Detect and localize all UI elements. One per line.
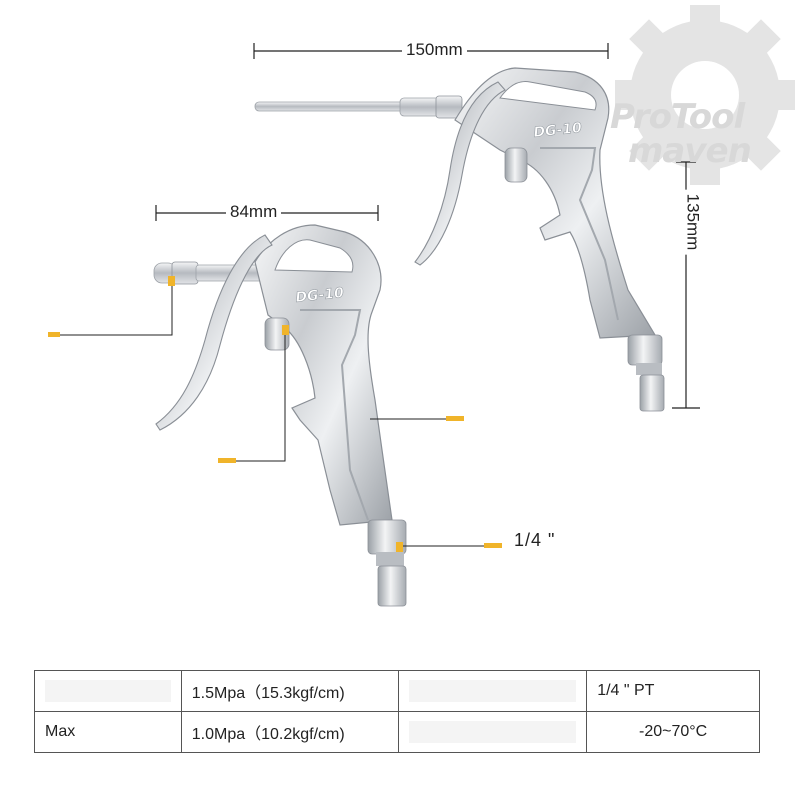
blank-cell [408,721,577,743]
table-cell: 1.5Mpa（15.3kgf/cm) [180,670,399,712]
dimension-label-135mm: 135mm [682,189,703,255]
table-cell: 1.0Mpa（10.2kgf/cm) [180,711,399,753]
table-row: 1.5Mpa（15.3kgf/cm) 1/4 " PT [34,670,760,712]
watermark-text-line2: maven [628,131,752,171]
large-gun-model-label: DG-10 [532,120,583,142]
callout-markers [48,276,502,552]
small-gun-model-label: DG-10 [294,285,345,307]
fitting-size-label: 1/4 " [514,530,556,550]
blank-cell [408,680,577,702]
table-row: Max 1.0Mpa（10.2kgf/cm) -20~70°C [34,711,760,753]
table-cell [397,711,588,753]
large-air-gun [254,67,665,412]
dimension-label-150mm: 150mm [402,40,467,60]
callout-leaders [60,280,484,547]
blank-cell [45,680,171,702]
table-cell: -20~70°C [586,711,760,753]
spec-table: 1.5Mpa（15.3kgf/cm) 1/4 " PT Max 1.0Mpa（1… [34,670,760,753]
svg-text:DG-10: DG-10 [533,120,583,141]
watermark-gear-icon [615,5,795,185]
dimension-label-84mm: 84mm [226,202,282,222]
table-cell: Max [34,711,182,753]
watermark-text-line1: ProTool [610,97,745,137]
svg-text:DG-10: DG-10 [295,285,345,306]
table-cell [397,670,588,712]
small-air-gun [153,224,407,607]
table-cell: 1/4 " PT [586,670,760,712]
table-cell [34,670,182,712]
